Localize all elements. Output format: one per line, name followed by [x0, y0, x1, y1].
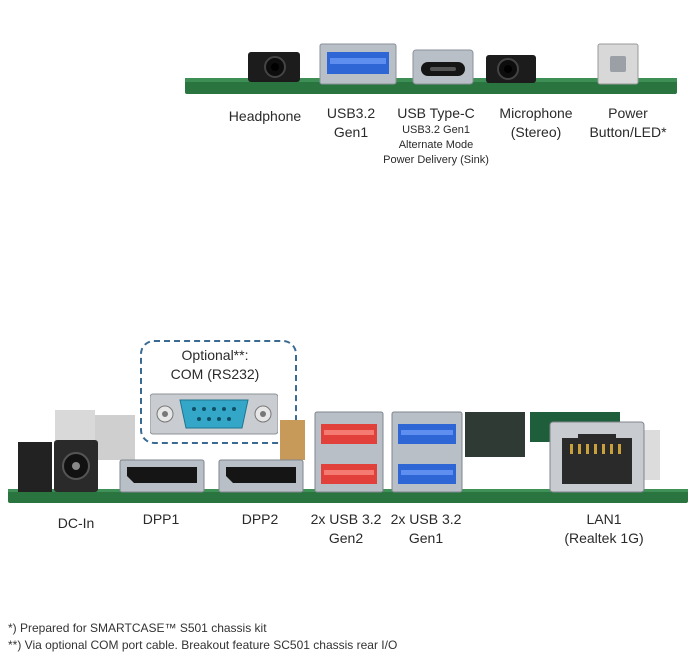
- label-usb-gen2-line1: 2x USB 3.2: [310, 511, 382, 527]
- label-dpp1-line1: DPP1: [142, 511, 180, 527]
- footnote-2: **) Via optional COM port cable. Breakou…: [8, 638, 398, 652]
- label-microphone: Microphone (Stereo): [499, 104, 572, 142]
- dpp2-port: [218, 459, 304, 493]
- label-lan1-line1: LAN1: [586, 511, 622, 527]
- label-usb-gen1: 2x USB 3.2 Gen1: [391, 510, 462, 548]
- usb-typec-port: [412, 49, 474, 85]
- label-typec-sub3: Power Delivery (Sink): [383, 154, 489, 166]
- label-lan1-line2: (Realtek 1G): [564, 530, 644, 546]
- label-usb-typec: USB Type-C USB3.2 Gen1 Alternate Mode Po…: [383, 104, 489, 168]
- microphone-jack: [486, 55, 536, 83]
- label-typec-line1: USB Type-C: [397, 105, 475, 121]
- label-dc-in: DC-In: [58, 514, 95, 533]
- usb32-gen1-ports: [391, 411, 463, 493]
- label-com-optional: Optional**: COM (RS232): [171, 346, 260, 384]
- label-usb-gen1-line1: 2x USB 3.2: [390, 511, 462, 527]
- usb32-gen2-ports: [314, 411, 384, 493]
- footnote-1: *) Prepared for SMARTCASE™ S501 chassis …: [8, 621, 267, 635]
- dc-in-jack: [18, 440, 98, 492]
- label-usb32-line1: USB3.2: [326, 105, 376, 121]
- label-dpp2-line1: DPP2: [241, 511, 279, 527]
- label-dc-in-line1: DC-In: [57, 515, 95, 531]
- label-power-line1: Power: [608, 105, 648, 121]
- label-usb-gen1-line2: Gen1: [408, 530, 444, 546]
- label-usb-gen2-line2: Gen2: [328, 530, 364, 546]
- label-usb32-gen1: USB3.2 Gen1: [327, 104, 375, 142]
- top-board-diagram: [185, 43, 677, 94]
- lan1-port: [549, 421, 645, 493]
- label-typec-sub2: Alternate Mode: [398, 139, 474, 151]
- label-lan1: LAN1 (Realtek 1G): [564, 510, 643, 548]
- power-button-switch: [597, 43, 639, 85]
- dpp1-port: [119, 459, 205, 493]
- usb32-gen1-port: [319, 43, 397, 85]
- headphone-jack: [248, 52, 300, 82]
- label-power-button: Power Button/LED*: [589, 104, 666, 142]
- label-dpp1: DPP1: [143, 510, 180, 529]
- label-headphone: Headphone: [229, 107, 301, 126]
- label-usb-gen2: 2x USB 3.2 Gen2: [311, 510, 382, 548]
- label-microphone-line1: Microphone: [499, 105, 573, 121]
- bottom-board-diagram: [8, 410, 688, 503]
- label-dpp2: DPP2: [242, 510, 279, 529]
- label-power-line2: Button/LED*: [589, 124, 667, 140]
- label-typec-sub1: USB3.2 Gen1: [402, 124, 470, 136]
- label-usb32-line2: Gen1: [333, 124, 369, 140]
- db9-com-connector: [150, 393, 278, 435]
- label-com-line1: Optional**:: [181, 347, 249, 363]
- label-microphone-line2: (Stereo): [510, 124, 562, 140]
- label-com-line2: COM (RS232): [170, 366, 260, 382]
- label-headphone-line1: Headphone: [228, 108, 302, 124]
- com-optional-callout: [140, 340, 297, 444]
